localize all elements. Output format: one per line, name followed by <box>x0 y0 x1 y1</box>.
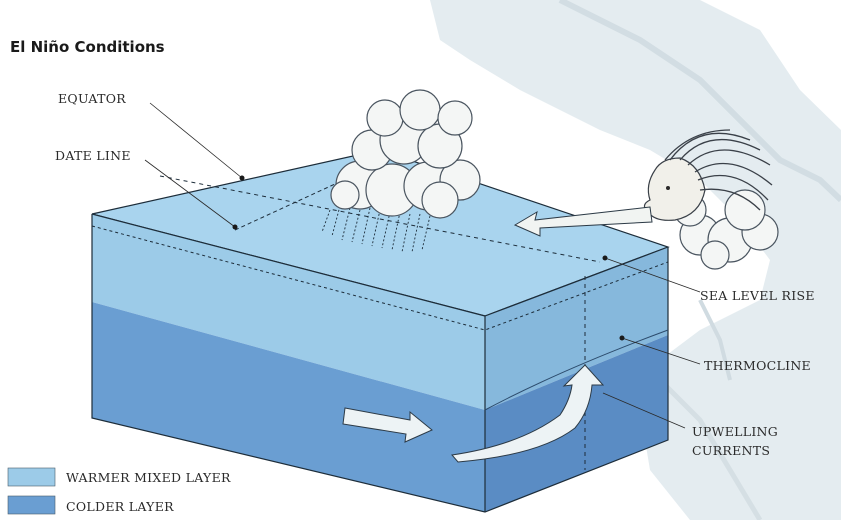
thermocline-dot <box>620 336 625 341</box>
equator-dot <box>240 176 245 181</box>
date-line-dot <box>233 225 238 230</box>
legend: WARMER MIXED LAYER COLDER LAYER <box>8 468 231 514</box>
equator-label: EQUATOR <box>58 91 126 106</box>
diagram-title: El Niño Conditions <box>10 38 165 56</box>
thermocline-label: THERMOCLINE <box>704 358 811 373</box>
legend-label-cold: COLDER LAYER <box>66 499 174 514</box>
sea-level-rise-label: SEA LEVEL RISE <box>700 288 815 303</box>
legend-swatch-warm <box>8 468 55 486</box>
legend-label-warm: WARMER MIXED LAYER <box>66 470 231 485</box>
sea-level-dot <box>603 256 608 261</box>
date-line-label: DATE LINE <box>55 148 131 163</box>
upwelling-label-line1: UPWELLING <box>692 424 778 439</box>
legend-swatch-cold <box>8 496 55 514</box>
upwelling-label-line2: CURRENTS <box>692 443 770 458</box>
cloud-icon <box>331 90 480 218</box>
